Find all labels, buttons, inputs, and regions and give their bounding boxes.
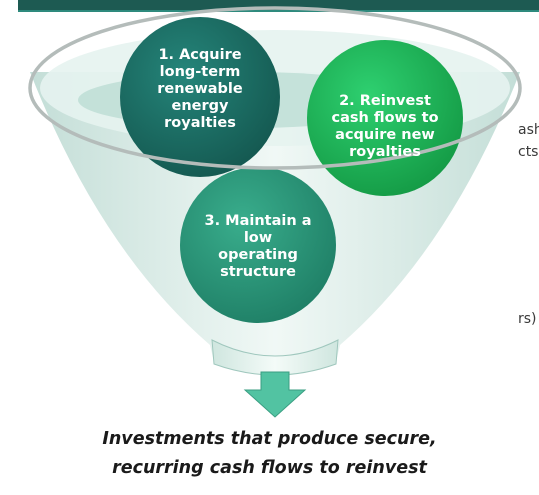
circle-2-label: 2. Reinvest cash flows to acquire new ro… xyxy=(331,93,439,160)
circle-1-label: 1. Acquire long-term renewable energy ro… xyxy=(157,47,243,131)
cropped-text-fragment: cts xyxy=(518,144,539,160)
cropped-text-fragment: ash xyxy=(518,122,539,138)
header-bar xyxy=(18,0,539,12)
circle-3 xyxy=(180,167,336,323)
caption-line-1: Investments that produce secure, xyxy=(102,429,437,449)
cropped-text-fragment: rs) xyxy=(518,311,537,327)
circle-2 xyxy=(307,40,463,196)
funnel-rim-outline xyxy=(28,6,522,170)
circle-3-label: 3. Maintain a low operating structure xyxy=(204,213,312,280)
funnel-neck xyxy=(211,339,339,376)
circle-1 xyxy=(120,17,280,177)
down-arrow-icon xyxy=(243,371,307,418)
caption-line-2: recurring cash flows to reinvest xyxy=(112,458,427,478)
